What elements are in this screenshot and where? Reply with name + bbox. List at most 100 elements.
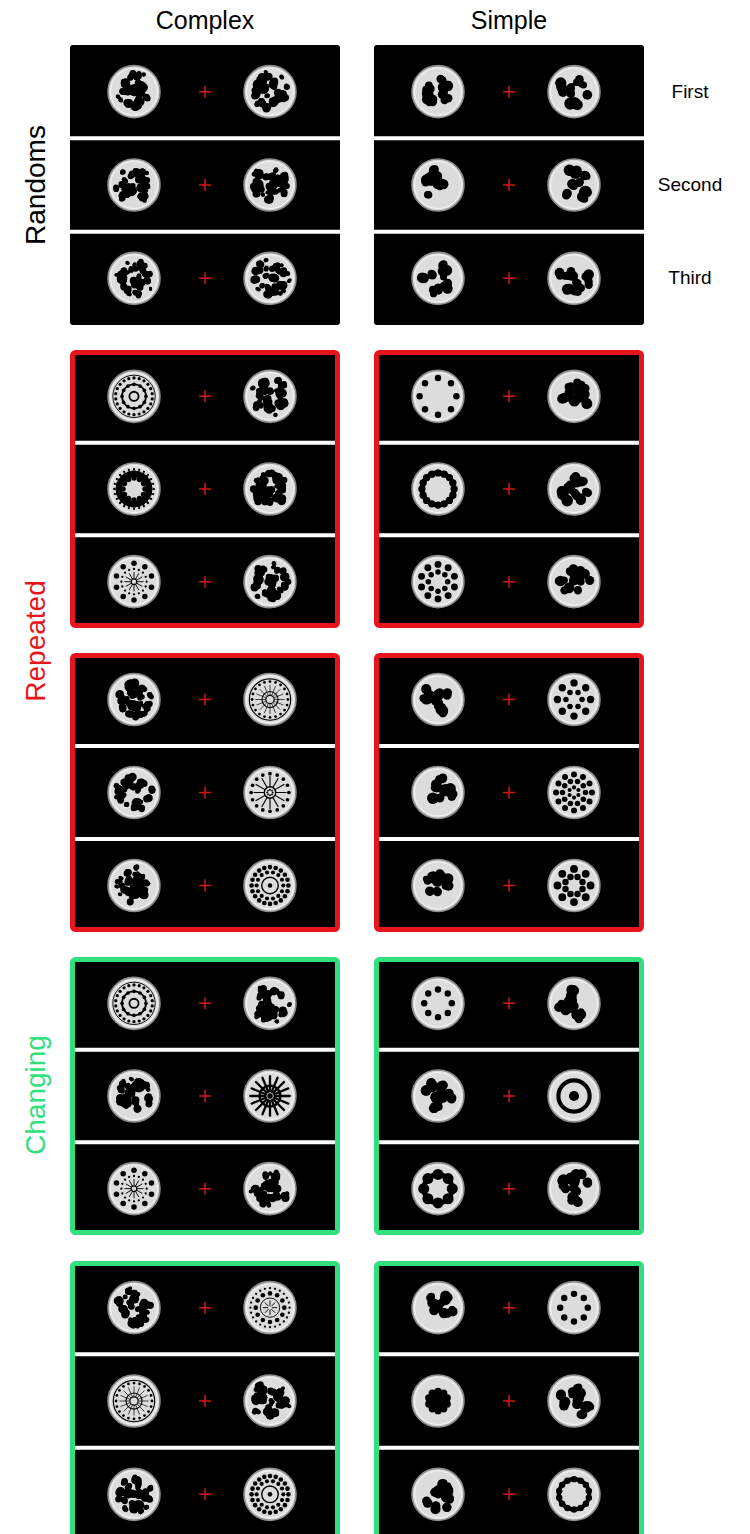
pattern-dot	[274, 715, 277, 718]
blob	[260, 485, 266, 491]
blob	[274, 568, 280, 574]
pattern-dot	[416, 393, 422, 399]
pattern-dot	[582, 893, 590, 901]
pattern-ring	[262, 877, 279, 894]
pattern-dot	[272, 792, 274, 794]
blob	[130, 74, 133, 77]
blob	[278, 588, 283, 593]
pattern-dot	[286, 693, 289, 696]
disc-rim	[247, 68, 294, 115]
fixation-cross	[503, 86, 515, 98]
blob	[125, 869, 131, 875]
blob	[143, 264, 148, 269]
pattern-dot	[152, 483, 154, 485]
blob	[143, 188, 148, 193]
pattern-dot	[562, 796, 568, 802]
pattern-dot	[118, 407, 121, 410]
pattern-dot	[138, 507, 140, 509]
blob	[133, 882, 139, 888]
blob	[425, 191, 433, 199]
blob	[127, 680, 133, 686]
blob	[281, 175, 289, 183]
blob	[557, 489, 569, 501]
pattern-dot	[280, 878, 284, 882]
fixation-cross	[199, 179, 211, 191]
blob	[133, 169, 141, 177]
blob	[117, 272, 122, 277]
blob	[136, 686, 140, 690]
blob	[145, 701, 152, 708]
blob	[134, 866, 139, 871]
blob	[146, 881, 149, 884]
pattern-dot	[261, 808, 265, 812]
pattern-dot	[149, 573, 155, 579]
pattern-ring	[264, 787, 276, 799]
pattern-dot	[435, 375, 441, 381]
blob	[256, 287, 260, 291]
pattern-spoke	[256, 795, 265, 800]
pattern-spoke	[254, 792, 264, 793]
disc-ground	[244, 674, 296, 726]
blob	[260, 283, 265, 288]
stimulus-disc	[412, 767, 464, 819]
separator-line	[70, 136, 340, 140]
blob	[125, 700, 130, 705]
pattern-dot	[559, 684, 566, 691]
blob	[284, 271, 288, 275]
pattern-dot	[121, 585, 123, 587]
disc-rim	[111, 558, 158, 605]
blob	[142, 72, 146, 76]
pattern-dot	[269, 789, 271, 791]
pattern-dot	[137, 496, 143, 502]
fixation-cross	[199, 997, 211, 1009]
blob	[566, 88, 574, 96]
separator-line	[374, 230, 644, 234]
disc-rim	[111, 373, 158, 420]
disc-ground	[412, 767, 464, 819]
blob	[120, 283, 127, 290]
disc-rim	[111, 466, 158, 513]
blob	[129, 700, 136, 707]
pattern-dot	[286, 783, 290, 787]
pattern-dot	[113, 488, 115, 490]
blob	[121, 169, 126, 174]
pattern-dot	[249, 883, 254, 888]
pattern-dot	[568, 779, 574, 785]
pattern-dot	[582, 684, 589, 691]
pattern-dot	[279, 868, 284, 873]
blob	[250, 183, 257, 190]
pattern-spoke	[125, 581, 131, 582]
pattern-dot	[563, 697, 569, 703]
pattern-dot	[122, 410, 125, 413]
disc-rim	[111, 980, 158, 1027]
pattern-dot	[424, 592, 431, 599]
blob	[139, 686, 143, 690]
blob	[259, 284, 264, 289]
pattern-dot	[263, 681, 266, 684]
blob	[272, 562, 277, 567]
pattern-dot	[269, 794, 271, 796]
blob	[557, 83, 567, 93]
pattern-dot	[144, 394, 148, 398]
pattern-dot	[131, 597, 137, 603]
pattern-dot	[587, 798, 593, 804]
pattern-dot	[251, 698, 254, 701]
blob	[137, 292, 142, 297]
pattern-dot	[554, 696, 561, 703]
pattern-dot	[128, 569, 130, 571]
pattern-dot	[422, 406, 428, 412]
pattern-dot	[121, 576, 123, 578]
blob	[275, 263, 280, 268]
blob	[274, 377, 281, 384]
pattern-dot	[142, 594, 148, 600]
pattern-dot	[581, 783, 587, 789]
blob	[275, 262, 280, 267]
blob	[137, 711, 144, 718]
blob	[251, 92, 258, 99]
pattern-dot	[587, 696, 594, 703]
pattern-dot	[145, 576, 147, 578]
blob	[427, 792, 439, 804]
pattern-dot	[138, 469, 140, 471]
pattern-dot	[265, 896, 269, 900]
stimulus-disc	[412, 860, 464, 912]
